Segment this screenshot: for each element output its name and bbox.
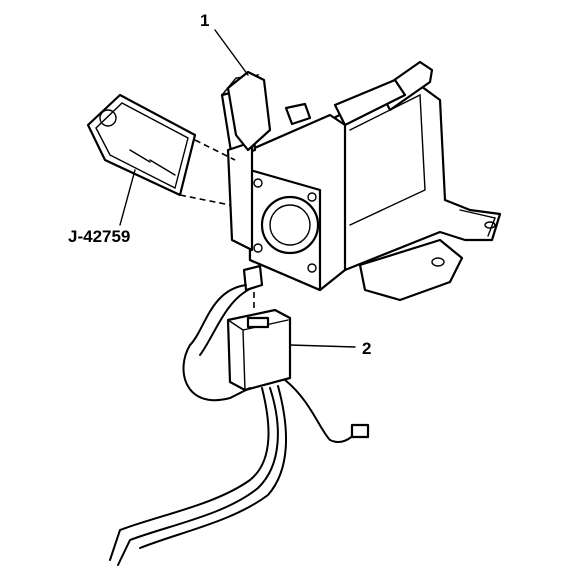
leader-1 xyxy=(214,29,249,76)
wiring-harness xyxy=(109,284,370,566)
callout-1: 1 xyxy=(200,11,209,30)
leader-tool xyxy=(119,169,136,226)
guide-line-upper xyxy=(194,139,236,161)
guide-line-lower xyxy=(179,194,231,206)
steering-column-bracket xyxy=(220,60,502,302)
leader-2 xyxy=(289,344,356,348)
housing-connector xyxy=(242,264,264,292)
tool-j42759-frame xyxy=(86,93,197,197)
lever-arm xyxy=(226,70,272,152)
module-part-2 xyxy=(226,308,292,392)
callout-2: 2 xyxy=(362,339,371,358)
callout-tool: J-42759 xyxy=(68,227,130,246)
